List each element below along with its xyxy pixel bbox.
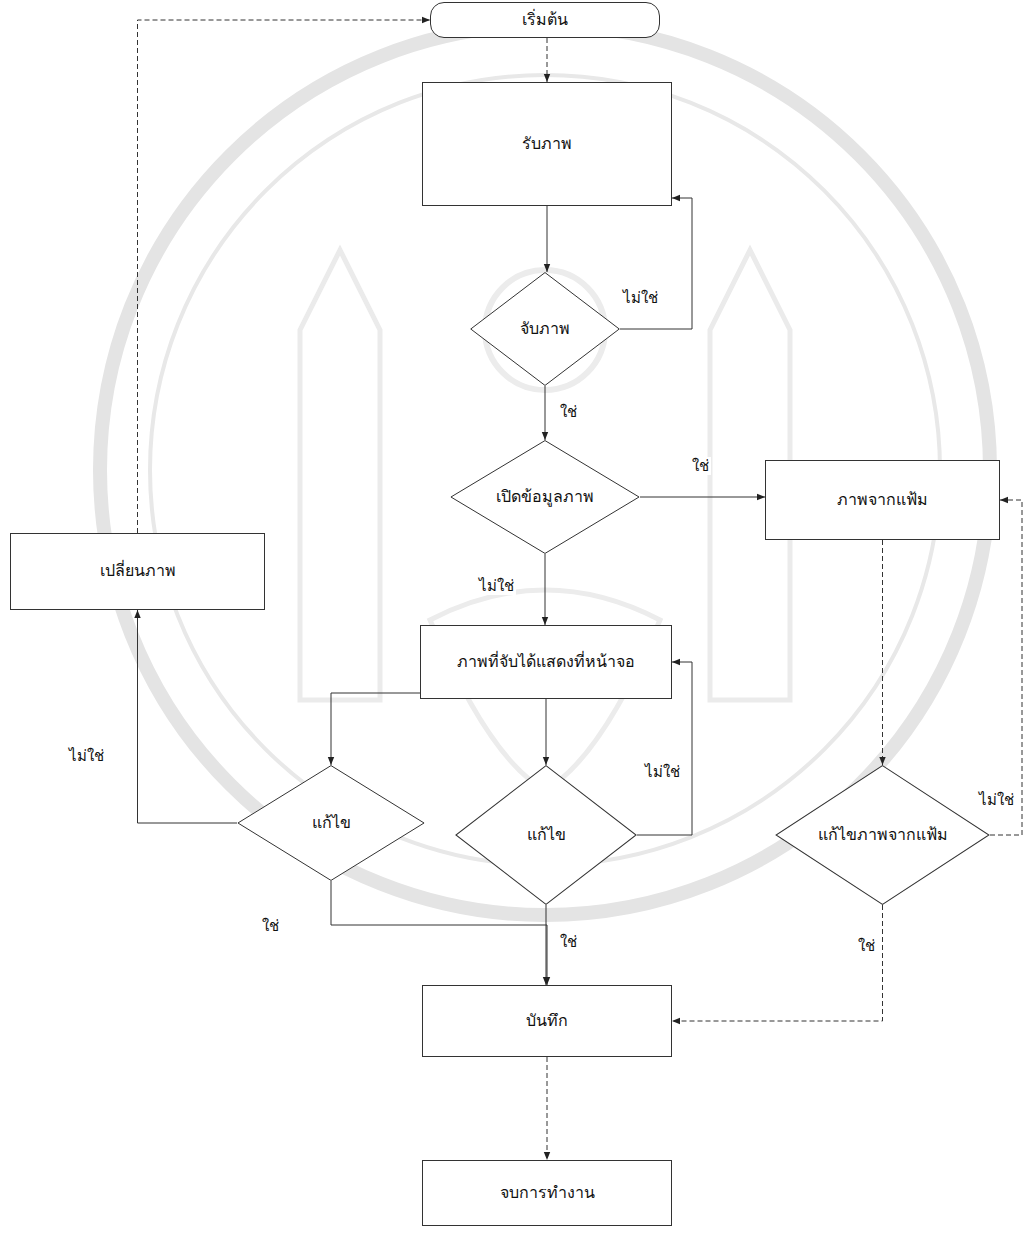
edge-label: ไม่ใช่: [977, 791, 1016, 809]
start-terminal: เริ่มต้น: [430, 2, 660, 38]
node-text: ภาพที่จับได้แสดงที่หน้าจอ: [457, 652, 635, 673]
edge-label: ใช่: [260, 917, 281, 935]
node-text: รับภาพ: [522, 134, 572, 155]
flow-arrow: [547, 1057, 548, 1160]
node-text: แก้ไข: [527, 825, 566, 846]
text-holder: จับภาพ: [520, 319, 570, 340]
edge-label: ใช่: [856, 937, 877, 955]
flow-arrow: [331, 693, 420, 765]
text-holder: แก้ไข: [527, 825, 566, 846]
edge-label: ไม่ใช่: [621, 289, 660, 307]
flow-arrow: [547, 206, 548, 272]
decision-diamond: แก้ไข: [237, 765, 425, 881]
node-text: แก้ไขภาพจากแฟ้ม: [818, 825, 948, 846]
text-holder: เริ่มต้น: [522, 10, 568, 31]
flow-arrow: [990, 500, 1022, 835]
decision-diamond: แก้ไขภาพจากแฟ้ม: [775, 765, 990, 905]
node-text: ภาพจากแฟ้ม: [837, 490, 928, 511]
flow-arrow: [546, 905, 547, 985]
process-box: รับภาพ: [422, 82, 672, 206]
decision-diamond: แก้ไข: [455, 765, 637, 905]
text-holder: รับภาพ: [522, 134, 572, 155]
text-holder: แก้ไข: [312, 813, 351, 834]
edge-label: ใช่: [690, 457, 711, 475]
flow-arrow: [547, 38, 548, 82]
text-holder: จบการทำงาน: [500, 1183, 595, 1204]
node-text: เริ่มต้น: [522, 10, 568, 31]
process-box: บันทึก: [422, 985, 672, 1057]
decision-diamond: เปิดข้อมูลภาพ: [450, 440, 640, 554]
decision-diamond: จับภาพ: [470, 272, 620, 386]
edge-label: ใช่: [558, 403, 579, 421]
flow-arrow: [331, 881, 547, 985]
node-text: เปลี่ยนภาพ: [100, 561, 176, 582]
text-holder: แก้ไขภาพจากแฟ้ม: [818, 825, 948, 846]
end-box: จบการทำงาน: [422, 1160, 672, 1226]
edge-label: ไม่ใช่: [67, 747, 106, 765]
flow-arrow: [882, 540, 883, 765]
flow-arrow: [640, 497, 765, 498]
edge-label: ใช่: [558, 933, 579, 951]
edge-label: ไม่ใช่: [477, 577, 516, 595]
text-holder: เปลี่ยนภาพ: [100, 561, 176, 582]
text-holder: ภาพจากแฟ้ม: [837, 490, 928, 511]
flow-arrow: [545, 554, 546, 625]
node-text: แก้ไข: [312, 813, 351, 834]
flow-arrow: [138, 610, 238, 823]
process-box: ภาพที่จับได้แสดงที่หน้าจอ: [420, 625, 672, 699]
node-text: เปิดข้อมูลภาพ: [496, 487, 594, 508]
flow-arrow: [546, 699, 547, 765]
flow-arrow: [138, 20, 431, 533]
flow-arrow: [545, 386, 546, 440]
process-box: ภาพจากแฟ้ม: [765, 460, 1000, 540]
flow-arrow: [672, 905, 883, 1021]
process-box: เปลี่ยนภาพ: [10, 533, 265, 610]
text-holder: บันทึก: [526, 1011, 568, 1032]
text-holder: ภาพที่จับได้แสดงที่หน้าจอ: [457, 652, 635, 673]
flow-arrow: [620, 198, 692, 329]
text-holder: เปิดข้อมูลภาพ: [496, 487, 594, 508]
edge-label: ไม่ใช่: [643, 763, 682, 781]
node-text: จบการทำงาน: [500, 1183, 595, 1204]
node-text: จับภาพ: [520, 319, 570, 340]
node-text: บันทึก: [526, 1011, 568, 1032]
